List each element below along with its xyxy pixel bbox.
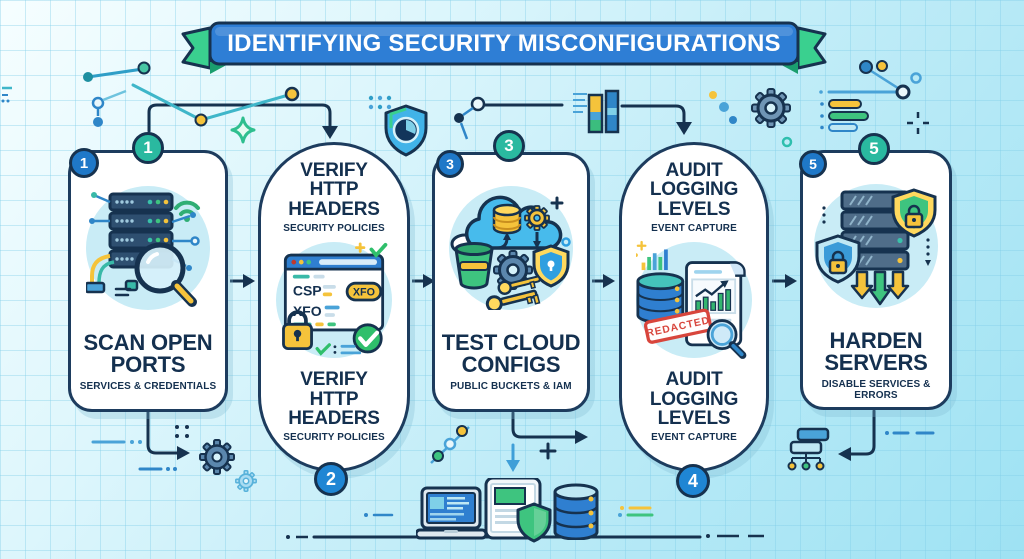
flow-connector-step3-bottom: [511, 411, 588, 444]
step4-title-bottom: AUDIT LOGGING LEVELS: [649, 369, 739, 429]
shield-icon: [516, 502, 552, 543]
magnifier-icon: [114, 242, 197, 307]
step4-icon-circle: REDACTED: [636, 240, 752, 360]
keys-icon: [485, 275, 541, 310]
dash-dot-right: [885, 431, 935, 435]
gear-icon-small: [524, 205, 550, 231]
magnifier-icon: [706, 319, 747, 360]
step-card-harden-servers: HARDEN SERVERS DISABLE SERVICES & ERRORS: [800, 150, 952, 410]
step4-subtitle-top: EVENT CAPTURE: [651, 223, 737, 235]
step1-badge-blue: 1: [69, 148, 99, 178]
step1-title: SCAN OPEN PORTS: [83, 330, 213, 378]
title-ribbon: [181, 21, 827, 74]
bottom-deco: [315, 343, 362, 356]
servers-shields-arrows-icon: [815, 188, 937, 306]
tablet-shield-icon: [484, 478, 552, 543]
step-card-audit-logging-levels: AUDIT LOGGING LEVELS EVENT CAPTURE: [619, 142, 769, 472]
list-bars-doodle: [820, 99, 869, 132]
laptop-icon: [416, 486, 486, 540]
flow-connector-step1-to-step2: [147, 103, 338, 139]
arrow-down-blue: [506, 443, 520, 472]
diagonal-dots-doodle: [430, 425, 470, 464]
database-icon: [553, 483, 599, 540]
flow-connector-step5-bottom: [838, 409, 876, 461]
xfo-pill-label: XFO: [353, 286, 375, 298]
gear-icon-bottom-small: [235, 470, 257, 492]
shield-clock-icon: [384, 104, 428, 157]
bar-chart-doodle-icon: [573, 89, 737, 134]
step4-badge: 4: [676, 464, 710, 498]
step2-subtitle-top: SECURITY POLICIES: [283, 223, 385, 235]
arrow-step3-step4: [592, 274, 615, 288]
step1-badge-teal: 1: [132, 132, 164, 164]
plus-icon: [550, 196, 564, 210]
arrow-step1-step2: [230, 274, 255, 288]
mini-arrows: [496, 232, 541, 250]
step5-subtitle: DISABLE SERVICES & ERRORS: [821, 378, 931, 401]
csp-label: CSP: [293, 282, 322, 298]
step-card-verify-http-headers: VERIFY HTTP HEADERS SECURITY POLICIES CS…: [258, 142, 410, 472]
shield-icon: [532, 244, 570, 288]
sparkle-icon: [230, 116, 256, 144]
step4-title-top: AUDIT LOGGING LEVELS: [649, 160, 739, 220]
shield-lock-icon-green: [891, 188, 937, 238]
step4-subtitle-bottom: EVENT CAPTURE: [651, 432, 737, 444]
sitemap-icon: [787, 427, 830, 471]
dotted-guides: [822, 206, 931, 266]
cross-dots: [175, 425, 189, 438]
step2-badge: 2: [314, 462, 348, 496]
arrow-step4-step5: [772, 274, 797, 288]
xfo-label: XFO: [293, 303, 322, 319]
dashes-bottom-left: [91, 440, 177, 471]
page-title: IDENTIFYING SECURITY MISCONFIGURATIONS: [227, 29, 781, 57]
circuit-doodle-mid: [454, 96, 486, 140]
cloud-bucket-gear-shield-keys-icon: [450, 195, 571, 310]
database-cylinder-icon: [492, 203, 522, 235]
step5-title: HARDEN SERVERS: [824, 328, 928, 376]
crosshair-icon: [907, 112, 929, 134]
padlock-icon: [282, 310, 313, 351]
step3-badge-blue: 3: [436, 150, 464, 178]
step3-title: TEST CLOUD CONFIGS: [441, 330, 581, 378]
shield-lock-icon-blue: [815, 234, 861, 284]
ring-dot: [781, 136, 793, 148]
step1-subtitle: SERVICES & CREDENTIALS: [79, 380, 217, 392]
gear-icon-bottom: [199, 439, 235, 475]
step-card-scan-open-ports: SCAN OPEN PORTS SERVICES & CREDENTIALS: [68, 150, 228, 412]
database-report-magnifier-icon: REDACTED: [636, 240, 747, 360]
step2-title-top: VERIFY HTTP HEADERS: [288, 160, 380, 220]
harden-arrows: [850, 270, 910, 306]
mini-bars-sparkle: [636, 240, 668, 271]
step3-badge-teal: 3: [493, 130, 525, 162]
plus-icon-small: [539, 442, 557, 460]
step5-badge-teal: 5: [858, 133, 890, 165]
step2-title-bottom: VERIFY HTTP HEADERS: [288, 369, 380, 429]
xfo-pill-badge: XFO: [345, 281, 383, 302]
ring-dot: [561, 237, 571, 247]
browser-security-headers-icon: CSP XFO XFO: [282, 242, 388, 356]
check-circle-icon: [352, 323, 383, 354]
gear-icon-top: [751, 88, 791, 128]
step3-icon-circle: [449, 186, 573, 310]
step1-icon-circle: [86, 186, 210, 310]
floating-check-icon: [355, 242, 388, 259]
step2-icon-circle: CSP XFO XFO: [276, 242, 392, 359]
step3-subtitle: PUBLIC BUCKETS & IAM: [450, 380, 572, 392]
step5-badge-blue: 5: [799, 150, 827, 178]
bucket-icon: [454, 242, 494, 290]
step-card-test-cloud-configs: TEST CLOUD CONFIGS PUBLIC BUCKETS & IAM: [432, 152, 590, 412]
server-rack-magnifier-icon: [86, 192, 200, 307]
flow-connector-step1-bottom: [146, 410, 190, 460]
step2-subtitle-bottom: SECURITY POLICIES: [283, 432, 385, 444]
step5-icon-circle: [814, 184, 938, 308]
